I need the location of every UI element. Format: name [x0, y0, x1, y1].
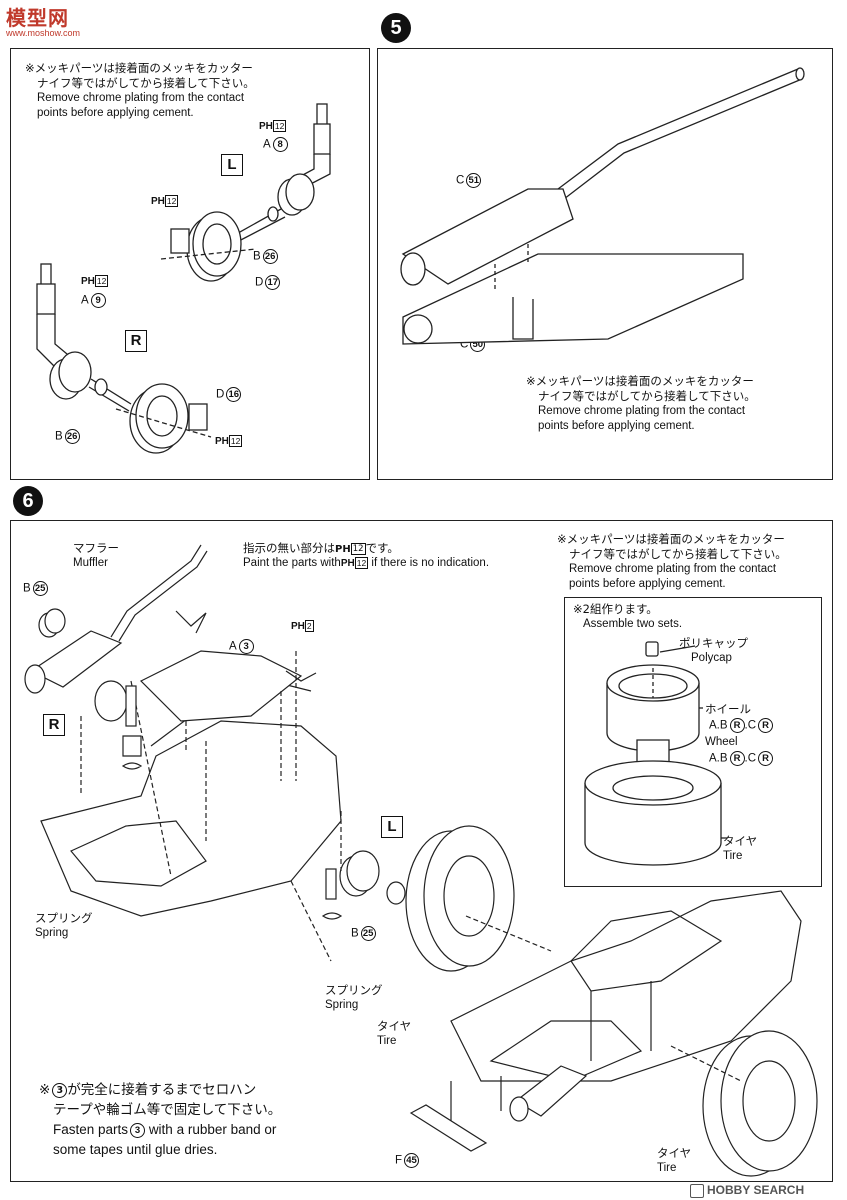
step-6-side-l-badge: L [381, 816, 403, 838]
tire-mid-label-en: Tire [377, 1035, 397, 1047]
muffler-label-jp: マフラー [73, 541, 119, 555]
polycap-label-jp: ポリキャップ [679, 636, 748, 650]
fasten-note-jp-2: テープや輪ゴム等で固定して下さい。 [53, 1102, 282, 1118]
step-6-chrome-note-jp-1: ※メッキパーツは接着面のメッキをカッター [557, 532, 785, 546]
side-r-badge: R [125, 330, 147, 352]
tire-right-label-jp: タイヤ [657, 1146, 692, 1160]
step-5-right-note-en-1: Remove chrome plating from the contact [538, 405, 746, 417]
wheel-label-jp: ホイール [705, 702, 751, 716]
step-6-chrome-note-jp-2: ナイフ等ではがしてから接着して下さい。 [569, 547, 787, 561]
inset-tire-label-en: Tire [723, 850, 743, 862]
step-5-right-drawing [400, 67, 805, 345]
site-logo-name: 模型网 [6, 6, 69, 30]
step-5-right-note-jp-2: ナイフ等ではがしてから接着して下さい。 [538, 389, 756, 403]
step-5-number: 5 [381, 13, 411, 43]
polycap-label-en: Polycap [691, 652, 732, 664]
step-5-left-note-en-1: Remove chrome plating from the contact [37, 92, 245, 104]
site-logo-url: www.moshow.com [6, 28, 81, 38]
wheel-label-en: Wheel [705, 736, 738, 748]
step-5-left-note-en-2: points before applying cement. [37, 107, 194, 119]
step-5-left-drawing [36, 103, 331, 454]
step-5-left-panel: ※メッキパーツは接着面のメッキをカッター ナイフ等ではがしてから接着して下さい。… [10, 48, 370, 480]
step-6-assembly-drawing [24, 544, 818, 1177]
watermark-text: HOBBY SEARCH [707, 1183, 805, 1197]
step-6-side-r-badge: R [43, 714, 65, 736]
tire-right-label-en: Tire [657, 1162, 677, 1174]
step-6-chrome-note-en-1: Remove chrome plating from the contact [569, 563, 777, 575]
wheel-assembly-inset: ※2組作ります。 Assemble two sets. ポリキャップ Polyc… [564, 597, 822, 887]
spring-mid-label-jp: スプリング [325, 983, 383, 997]
tire-mid-label-jp: タイヤ [377, 1019, 412, 1033]
inset-title-en: Assemble two sets. [583, 618, 683, 630]
watermark-icon [690, 1183, 704, 1198]
step-5-right-note-en-2: points before applying cement. [538, 420, 695, 432]
spring-left-label-en: Spring [35, 927, 69, 939]
wheel-assembly-drawing [584, 641, 727, 866]
step-5-right-note-jp-1: ※メッキパーツは接着面のメッキをカッター [526, 374, 754, 388]
site-logo: 模型网 www.moshow.com [6, 2, 80, 38]
fasten-note-en-2: some tapes until glue dries. [53, 1142, 218, 1157]
muffler-label-en: Muffler [73, 557, 108, 569]
hobby-search-watermark: HOBBY SEARCH [690, 1183, 804, 1198]
side-l-badge: L [221, 154, 243, 176]
step-5-left-note-jp-1: ※メッキパーツは接着面のメッキをカッター [25, 61, 253, 75]
inset-tire-label-jp: タイヤ [723, 834, 758, 848]
spring-left-label-jp: スプリング [35, 911, 93, 925]
spring-mid-label-en: Spring [325, 999, 359, 1011]
step-6-chrome-note-en-2: points before applying cement. [569, 578, 726, 590]
inset-title-jp: ※2組作ります。 [573, 602, 658, 616]
step-5-left-note-jp-2: ナイフ等ではがしてから接着して下さい。 [37, 76, 255, 90]
step-6-number: 6 [13, 486, 43, 516]
